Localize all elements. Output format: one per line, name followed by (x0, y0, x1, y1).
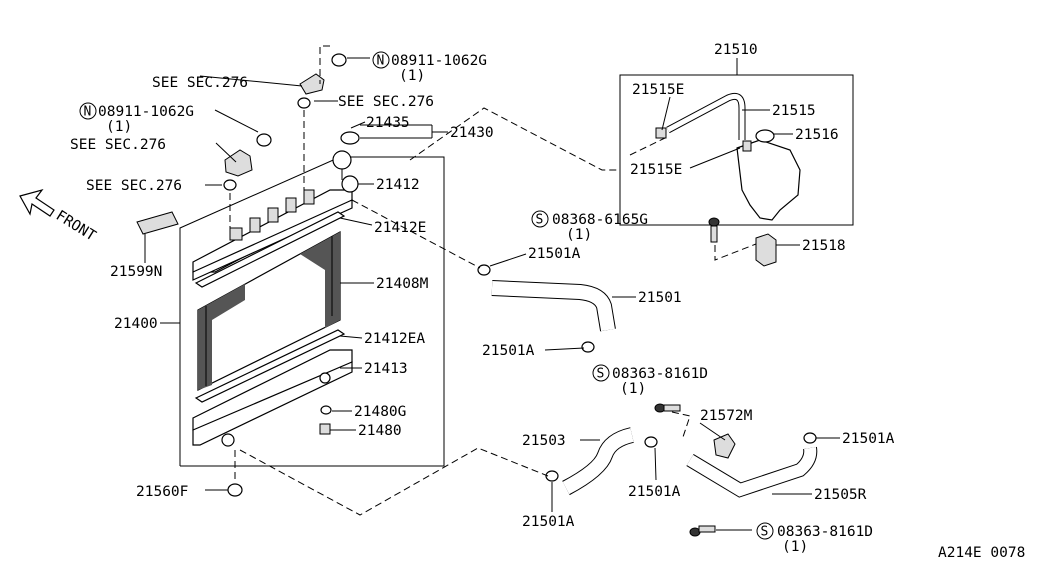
qty-n-bolt-top: (1) (399, 68, 425, 84)
radiator-cap (340, 131, 360, 145)
lower-tank (192, 349, 353, 447)
upper-seal-strip (194, 211, 346, 288)
front-label: FRONT (53, 208, 99, 245)
part-label-21501a-3: 21501A (842, 431, 895, 447)
pipe-clamp (803, 432, 817, 444)
lower-hose-clamp-2 (644, 436, 658, 448)
qty-n-bolt-left: (1) (106, 119, 132, 135)
part-number-n-bolt-left: 08911-1062G (98, 104, 194, 120)
s-circle-icon: S (592, 364, 610, 382)
part-label-21480g: 21480G (354, 404, 406, 420)
see-sec-label-2: SEE SEC.276 (338, 94, 434, 110)
front-arrow-icon (19, 188, 55, 217)
qty-s-bolt-bottom: (1) (782, 539, 808, 555)
bracket-bolt-mid (654, 403, 681, 413)
part-number-s-bolt-mid: 08363-8161D (612, 366, 708, 382)
lower-hose-clamp-1 (545, 470, 559, 482)
part-label-21503: 21503 (522, 433, 566, 449)
part-label-21515: 21515 (772, 103, 816, 119)
top-bracket (299, 73, 325, 95)
s-circle-icon: S (531, 210, 549, 228)
part-label-21501a-1: 21501A (528, 246, 581, 262)
dash-bolt-mid (671, 411, 691, 441)
dash-hose-clip (629, 137, 666, 156)
top-nut (331, 53, 347, 67)
dash-bracket (714, 243, 757, 261)
part-label-21435: 21435 (366, 115, 410, 131)
part-number-n-bolt-top: 08911-1062G (391, 53, 487, 69)
overflow-hose (666, 92, 746, 140)
svg-text:N: N (377, 54, 385, 69)
n-circle-icon: N (372, 51, 390, 69)
upper-hose-clamp-1 (477, 264, 491, 276)
reservoir-bolt (708, 217, 720, 243)
part-label-21518: 21518 (802, 238, 846, 254)
part-label-21572m: 21572M (700, 408, 753, 424)
dash-reservoir (409, 107, 620, 171)
dash-lower-hose (239, 447, 549, 516)
radiator-core (197, 230, 341, 391)
part-label-21599n: 21599N (110, 264, 162, 280)
part-label-21412ea: 21412EA (364, 331, 425, 347)
bottom-mount (227, 483, 243, 497)
left-nut (256, 133, 272, 147)
part-label-21501a-4: 21501A (628, 484, 681, 500)
label-plate (136, 211, 179, 235)
svg-text:S: S (597, 367, 605, 382)
part-label-21480: 21480 (358, 423, 402, 439)
pipe-bracket (713, 433, 736, 459)
part-label-21505r: 21505R (814, 487, 867, 503)
part-label-21412: 21412 (376, 177, 420, 193)
s-circle-icon: S (756, 522, 774, 540)
diagram-code: A214E 0078 (938, 545, 1025, 561)
lower-seal-strip (194, 329, 346, 403)
part-label-21430: 21430 (450, 125, 494, 141)
n-circle-icon: N (79, 102, 97, 120)
bracket-bolt-bottom (689, 525, 716, 537)
reservoir-bracket (755, 233, 777, 267)
radiator-frame (179, 156, 445, 467)
dash-top (319, 45, 330, 84)
qty-s-bolt-top: (1) (566, 227, 592, 243)
svg-text:S: S (761, 525, 769, 540)
see-sec-label-1: SEE SEC.276 (152, 75, 248, 91)
part-label-21501: 21501 (638, 290, 682, 306)
part-label-21400: 21400 (114, 316, 158, 332)
see-sec-label-4: SEE SEC.276 (86, 178, 182, 194)
part-label-21515e-top: 21515E (632, 82, 684, 98)
part-label-21408m: 21408M (376, 276, 429, 292)
see-sec-label-3: SEE SEC.276 (70, 137, 166, 153)
qty-s-bolt-mid: (1) (620, 381, 646, 397)
part-label-21501a-5: 21501A (522, 514, 575, 530)
svg-text:S: S (536, 213, 544, 228)
part-label-21560f: 21560F (136, 484, 188, 500)
dash-upper-hose (351, 199, 481, 269)
top-grommet (297, 97, 311, 109)
left-bracket (224, 149, 253, 177)
drain-washer (320, 405, 332, 415)
drain-plug (319, 423, 331, 435)
left-grommet (223, 179, 237, 191)
svg-text:N: N (84, 105, 92, 120)
upper-tank (192, 150, 359, 281)
part-number-s-bolt-bottom: 08363-8161D (777, 524, 873, 540)
part-number-s-bolt-top: 08368-6165G (552, 212, 648, 228)
part-label-21413: 21413 (364, 361, 408, 377)
part-label-21515e-bottom: 21515E (630, 162, 682, 178)
part-label-21516: 21516 (795, 127, 839, 143)
part-label-21501a-2: 21501A (482, 343, 535, 359)
part-label-21510: 21510 (714, 42, 758, 58)
reservoir-tank (736, 139, 801, 221)
reservoir-cap (755, 129, 775, 143)
upper-hose-clamp-2 (581, 341, 595, 353)
part-label-21412e: 21412E (374, 220, 426, 236)
